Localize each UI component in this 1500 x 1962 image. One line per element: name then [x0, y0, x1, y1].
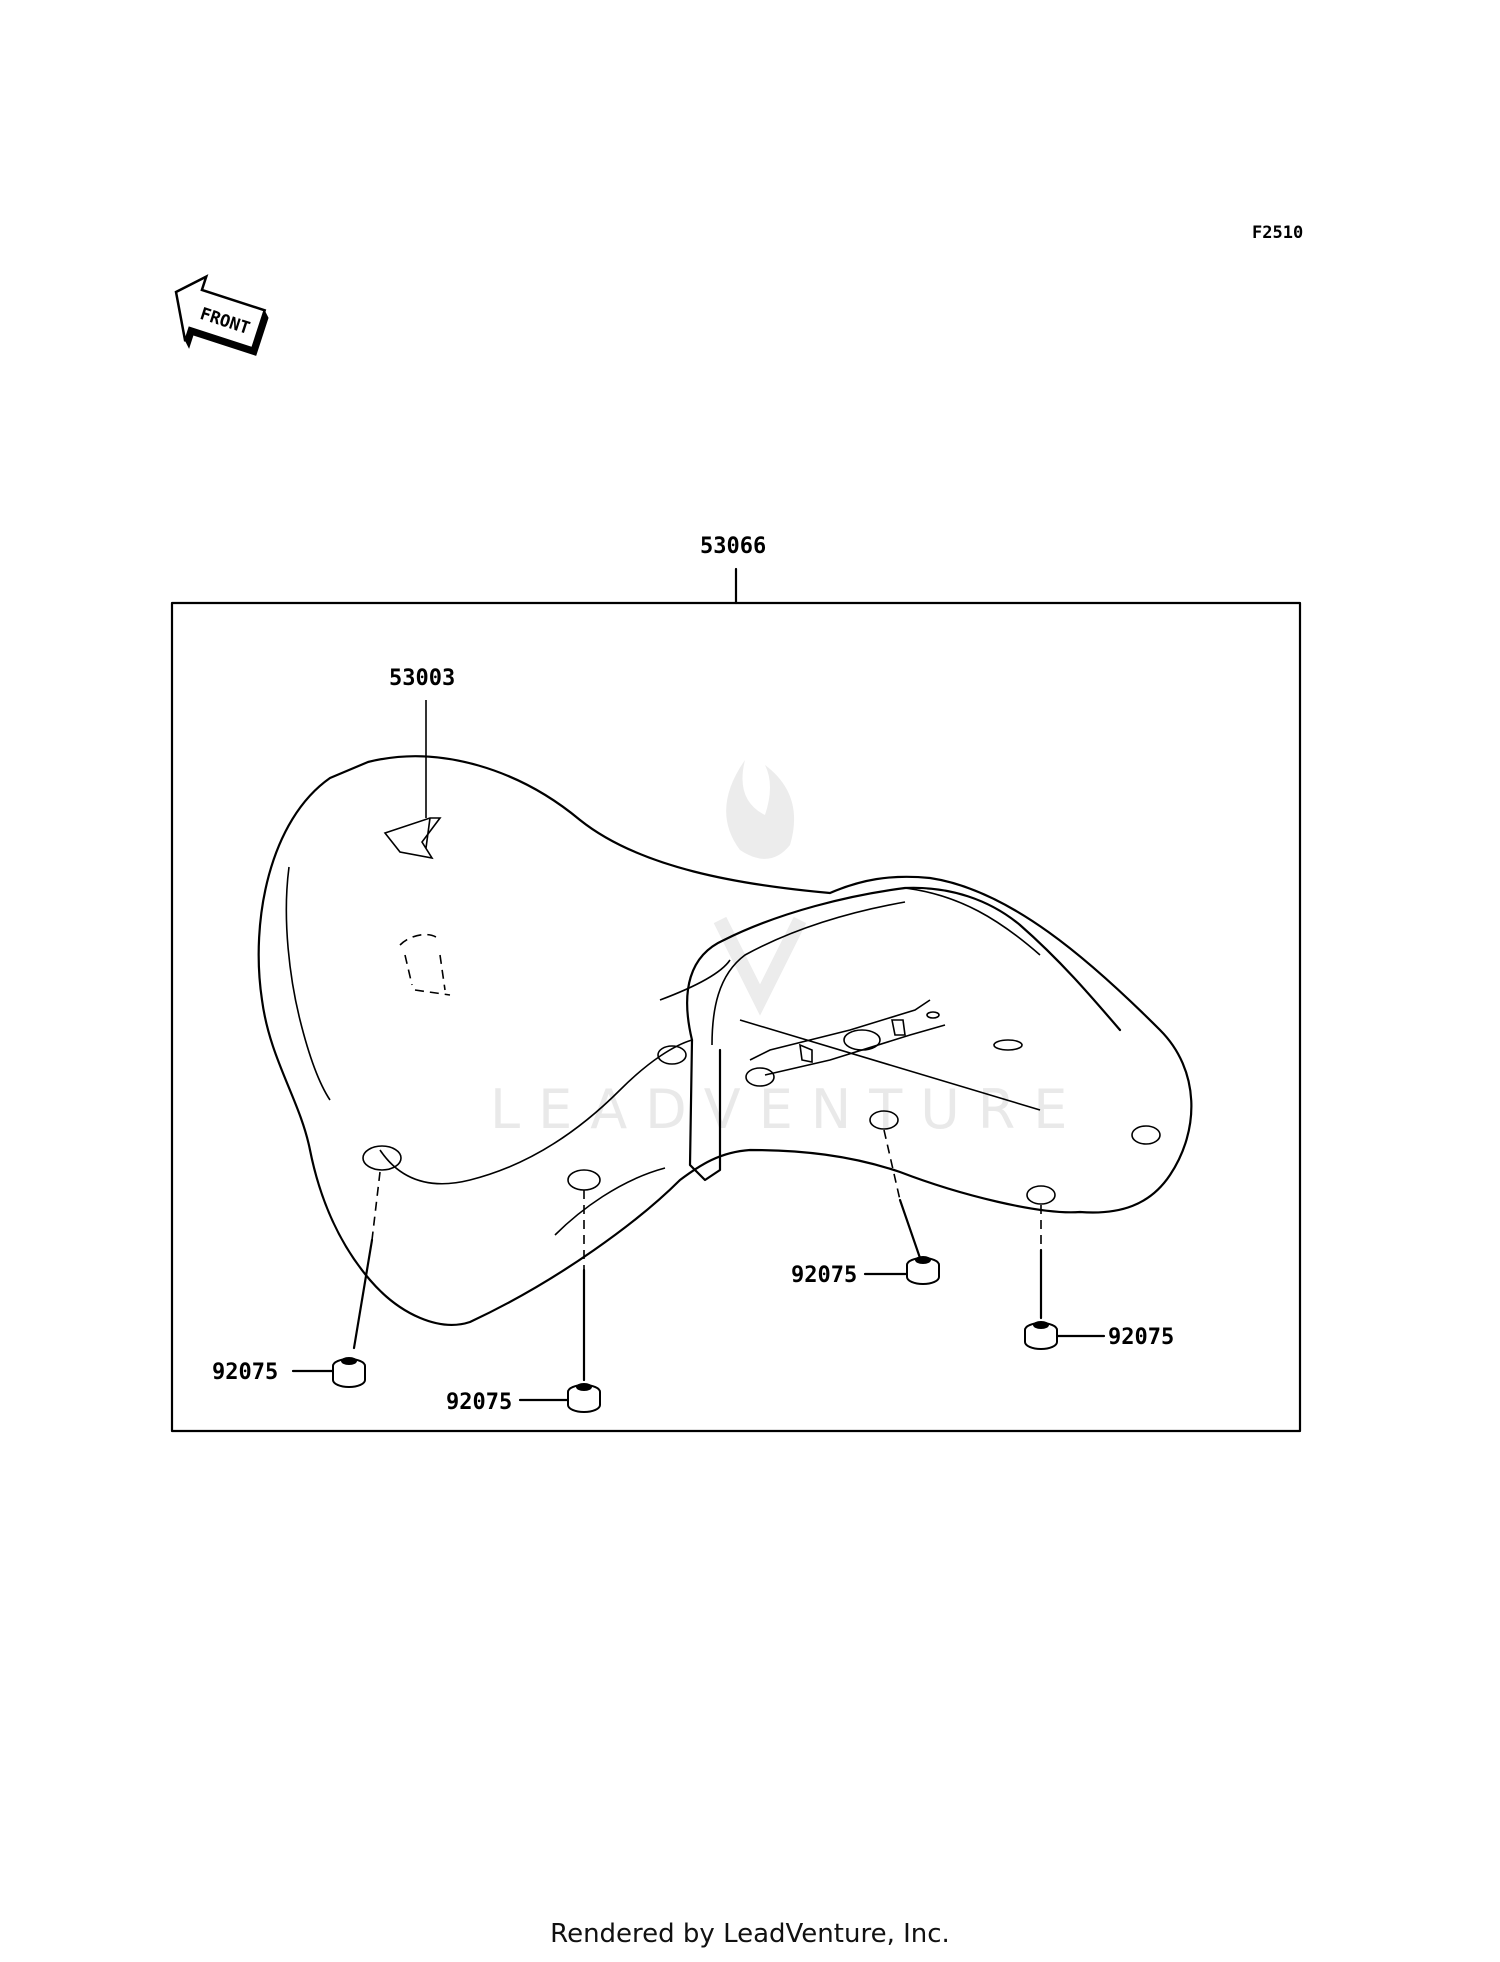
- part-label-53003: 53003: [389, 666, 455, 691]
- part-label-92075-a: 92075: [212, 1360, 278, 1385]
- seat-illustration: [257, 700, 1193, 1382]
- damper-icon: [906, 1256, 940, 1285]
- damper-icon: [332, 1357, 366, 1388]
- part-label-92075-b: 92075: [446, 1390, 512, 1415]
- figure-code: F2510: [1252, 223, 1303, 243]
- watermark: LEADVENTURE: [490, 760, 1085, 1141]
- part-label-92075-c: 92075: [791, 1263, 857, 1288]
- assembly-frame: [170, 601, 1302, 1433]
- watermark-text: LEADVENTURE: [490, 1078, 1085, 1141]
- damper-icon: [1024, 1321, 1058, 1350]
- footer-credit: Rendered by LeadVenture, Inc.: [550, 1919, 950, 1949]
- damper-icon: [567, 1383, 601, 1413]
- front-arrow-icon: FRONT: [174, 274, 269, 356]
- part-label-53066: 53066: [700, 534, 766, 559]
- part-label-92075-d: 92075: [1108, 1325, 1174, 1350]
